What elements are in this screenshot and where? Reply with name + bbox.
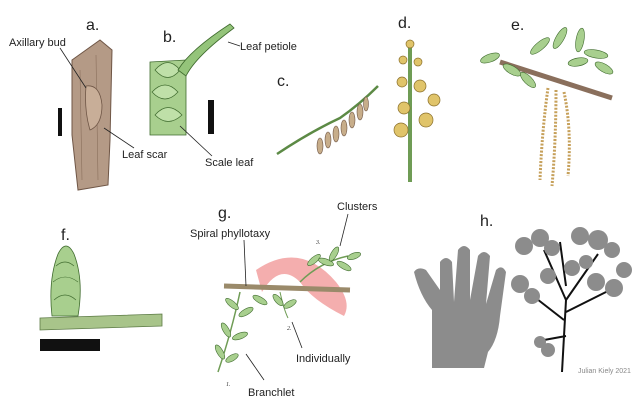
panel-f: f.: [39, 227, 163, 351]
panel-h: h. Julian Kiely 2021: [411, 213, 640, 380]
number-2: 2.: [287, 326, 292, 332]
label-individually: Individually: [296, 353, 351, 365]
petiole-leader: [227, 41, 241, 47]
panel-a-letter: a.: [86, 17, 99, 34]
plant-silhouette: [511, 227, 632, 373]
compound-leaves-e: [480, 27, 614, 88]
twig-f: [39, 313, 163, 331]
scale-bar-b: [208, 100, 214, 134]
number-3: 3.: [315, 240, 321, 246]
number-1: 1.: [226, 382, 231, 388]
panel-c: c.: [276, 73, 379, 156]
clusters-leader: [339, 213, 349, 247]
catkins-e: [538, 87, 571, 187]
flower-buds: [393, 39, 441, 138]
label-branchlet: Branchlet: [248, 387, 294, 399]
branchlet-shoot: [217, 291, 241, 373]
axillary-bud-leader: [59, 47, 87, 89]
panel-h-letter: h.: [480, 213, 493, 230]
panel-e: e.: [480, 17, 614, 187]
panel-b-letter: b.: [163, 29, 176, 46]
panel-f-letter: f.: [61, 227, 70, 244]
hand-silhouette: [414, 246, 506, 368]
scale-bar-a: [58, 108, 62, 136]
twig-e: [499, 59, 613, 101]
axillary-bud-shape: [85, 85, 103, 131]
panel-g: g. 3. 2. 1. Clusters: [190, 201, 378, 399]
leaf-petiole-shape: [177, 23, 235, 77]
leaf-scar-leader: [103, 127, 135, 149]
panel-g-letter: g.: [218, 205, 231, 222]
branchlet-leaves: [214, 294, 268, 363]
credit-text: Julian Kiely 2021: [578, 368, 631, 375]
label-scale-leaf: Scale leaf: [205, 157, 254, 169]
label-spiral-phyllotaxy: Spiral phyllotaxy: [190, 228, 271, 240]
panel-e-letter: e.: [511, 17, 524, 34]
scale-leaf-leader: [179, 125, 213, 157]
panel-a: a. Axillary bud Leaf scar: [9, 17, 168, 191]
label-leaf-scar: Leaf scar: [122, 149, 168, 161]
individual-leaves: [272, 294, 297, 309]
plant-stems: [527, 241, 611, 373]
panel-d: d.: [393, 15, 441, 182]
cluster-leaves: [307, 246, 361, 272]
bud-scales: [52, 261, 79, 301]
spiral-arrow: [256, 257, 347, 316]
main-branch-g: [223, 283, 351, 293]
panel-d-letter: d.: [398, 15, 411, 32]
label-leaf-petiole: Leaf petiole: [240, 41, 297, 53]
terminal-bud: [50, 245, 81, 317]
branchlet-leader: [245, 353, 265, 381]
spiral-leader: [243, 239, 247, 287]
cluster-shoot: [299, 255, 349, 283]
plant-leaflets: [511, 227, 632, 357]
panel-c-letter: c.: [277, 73, 289, 90]
label-axillary-bud: Axillary bud: [9, 37, 66, 49]
panel-b: b. Leaf petiole Scale leaf: [149, 23, 297, 169]
hanging-flowers: [316, 96, 369, 155]
label-clusters: Clusters: [337, 201, 378, 213]
scale-bar-f: [40, 339, 100, 351]
individually-leader: [291, 321, 303, 349]
